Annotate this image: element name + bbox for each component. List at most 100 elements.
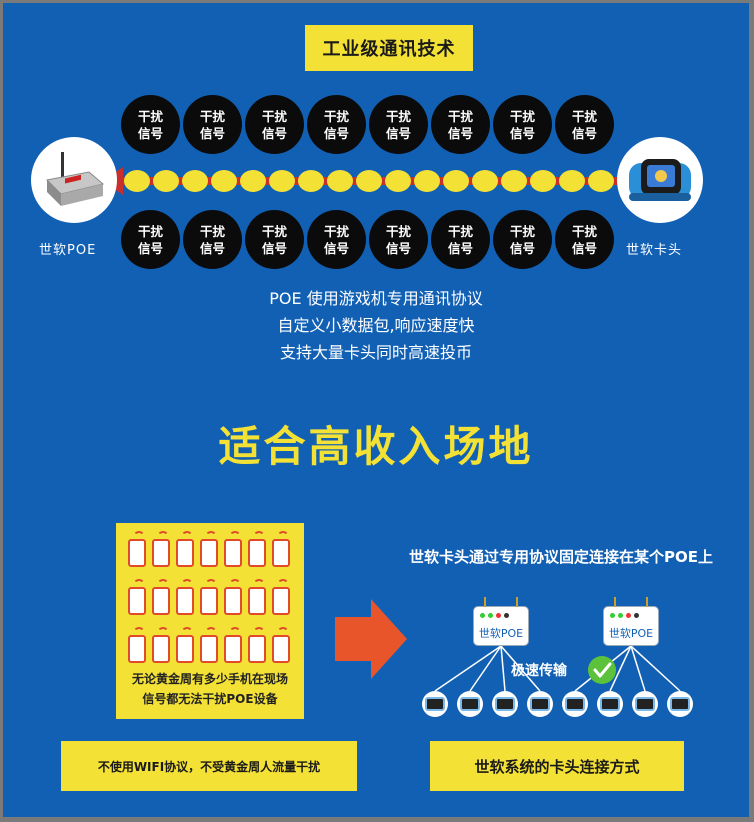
smartphone-icon: [222, 531, 244, 567]
smartphone-icon: [270, 627, 292, 663]
signal-label-line-2: 信号: [571, 240, 597, 256]
signal-label-line-1: 干扰: [199, 223, 225, 239]
phone-panel-caption: 无论黄金周有多少手机在现场 信号都无法干扰POE设备: [116, 669, 304, 709]
poe-device-label: 世软POE: [39, 243, 97, 258]
cable-bead: [530, 170, 556, 192]
smartphone-icon: [150, 627, 172, 663]
interference-signal: 干扰信号: [431, 95, 490, 154]
smartphone-icon: [222, 579, 244, 615]
poe-box-label: 世软POE: [608, 627, 654, 640]
interference-signal: 干扰信号: [121, 95, 180, 154]
info-line-protocol: POE 使用游戏机专用通讯协议: [269, 289, 483, 308]
interference-signal: 干扰信号: [493, 95, 552, 154]
poe-box-label: 世软POE: [478, 627, 524, 640]
signal-label-line-2: 信号: [137, 240, 163, 256]
connection-line: [500, 645, 506, 692]
smartphone-icon: [126, 579, 148, 615]
interference-signal: 干扰信号: [245, 210, 304, 269]
smartphone-icon: [246, 531, 268, 567]
led-indicators: [610, 613, 639, 618]
smartphone-icon: [174, 531, 196, 567]
signal-label-line-1: 干扰: [261, 223, 287, 239]
cable-bead: [298, 170, 324, 192]
signal-row-top: 干扰信号干扰信号干扰信号干扰信号干扰信号干扰信号干扰信号干扰信号: [121, 95, 614, 154]
cable-bead: [472, 170, 498, 192]
smartphone-icon: [198, 627, 220, 663]
right-arrow-icon: [335, 599, 407, 679]
signal-label-line-1: 干扰: [323, 223, 349, 239]
cable-bead: [588, 170, 614, 192]
smartphone-icon: [174, 579, 196, 615]
cable-bead: [559, 170, 585, 192]
antenna-icon: [484, 597, 486, 607]
signal-label-line-1: 干扰: [571, 108, 597, 124]
smartphone-icon: [198, 579, 220, 615]
interference-signal: 干扰信号: [245, 95, 304, 154]
interference-signal: 干扰信号: [121, 210, 180, 269]
speed-label: 极速传输: [511, 663, 567, 679]
cable-bead: [327, 170, 353, 192]
signal-label-line-2: 信号: [323, 125, 349, 141]
signal-label-line-1: 干扰: [447, 223, 473, 239]
cable-bead: [443, 170, 469, 192]
card-reader-icon: [667, 691, 693, 717]
card-reader-image: [617, 137, 703, 223]
main-heading: 适合高收入场地: [218, 422, 534, 471]
signal-label-line-2: 信号: [199, 240, 225, 256]
antenna-icon: [646, 597, 648, 607]
signal-label-line-2: 信号: [261, 240, 287, 256]
interference-signal: 干扰信号: [183, 95, 242, 154]
signal-label-line-1: 干扰: [447, 108, 473, 124]
smartphone-icon: [126, 531, 148, 567]
interference-signal: 干扰信号: [369, 210, 428, 269]
connection-line: [434, 645, 502, 692]
smartphone-icon: [270, 579, 292, 615]
antenna-icon: [516, 597, 518, 607]
signal-label-line-1: 干扰: [385, 108, 411, 124]
infographic-canvas: 工业级通讯技术 干扰信号干扰信号干扰信号干扰信号干扰信号干扰信号干扰信号干扰信号…: [3, 3, 749, 817]
led-indicators: [480, 613, 509, 618]
interference-signal: 干扰信号: [493, 210, 552, 269]
signal-label-line-2: 信号: [571, 125, 597, 141]
signal-label-line-1: 干扰: [509, 223, 535, 239]
card-reader-icon: [422, 691, 448, 717]
card-reader-icon: [457, 691, 483, 717]
interference-signal: 干扰信号: [555, 95, 614, 154]
cable-bead: [211, 170, 237, 192]
smartphone-icon: [150, 579, 172, 615]
signal-label-line-1: 干扰: [509, 108, 535, 124]
connection-line: [609, 645, 632, 692]
signal-label-line-2: 信号: [385, 240, 411, 256]
signal-label-line-1: 干扰: [261, 108, 287, 124]
smartphone-icon: [246, 579, 268, 615]
phone-caption-line-1: 无论黄金周有多少手机在现场: [131, 672, 288, 686]
cable-bead: [501, 170, 527, 192]
card-reader-icon: [527, 691, 553, 717]
signal-label-line-1: 干扰: [323, 108, 349, 124]
smartphone-icon: [174, 627, 196, 663]
communication-cable: [103, 167, 643, 195]
smartphone-icon: [126, 627, 148, 663]
cable-bead: [124, 170, 150, 192]
phone-interference-panel: 无论黄金周有多少手机在现场 信号都无法干扰POE设备: [116, 523, 304, 719]
connection-title: 世软卡头通过专用协议固定连接在某个POE上: [409, 548, 713, 566]
poe-box-b: 世软POE: [603, 597, 659, 646]
cable-bead: [269, 170, 295, 192]
smartphone-icon: [270, 531, 292, 567]
smartphone-icon: [150, 531, 172, 567]
signal-label-line-2: 信号: [199, 125, 225, 141]
cable-bead: [356, 170, 382, 192]
signal-label-line-1: 干扰: [199, 108, 225, 124]
connection-line: [630, 645, 646, 692]
interference-signal: 干扰信号: [307, 95, 366, 154]
antenna-icon: [614, 597, 616, 607]
phone-caption-line-2: 信号都无法干扰POE设备: [142, 692, 278, 706]
signal-label-line-1: 干扰: [137, 108, 163, 124]
signal-label-line-1: 干扰: [137, 223, 163, 239]
signal-label-line-2: 信号: [509, 240, 535, 256]
poe-device-image: [31, 137, 117, 223]
cable-bead: [414, 170, 440, 192]
smartphone-icon: [246, 627, 268, 663]
signal-label-line-2: 信号: [447, 240, 473, 256]
top-title-banner: 工业级通讯技术: [305, 25, 473, 71]
